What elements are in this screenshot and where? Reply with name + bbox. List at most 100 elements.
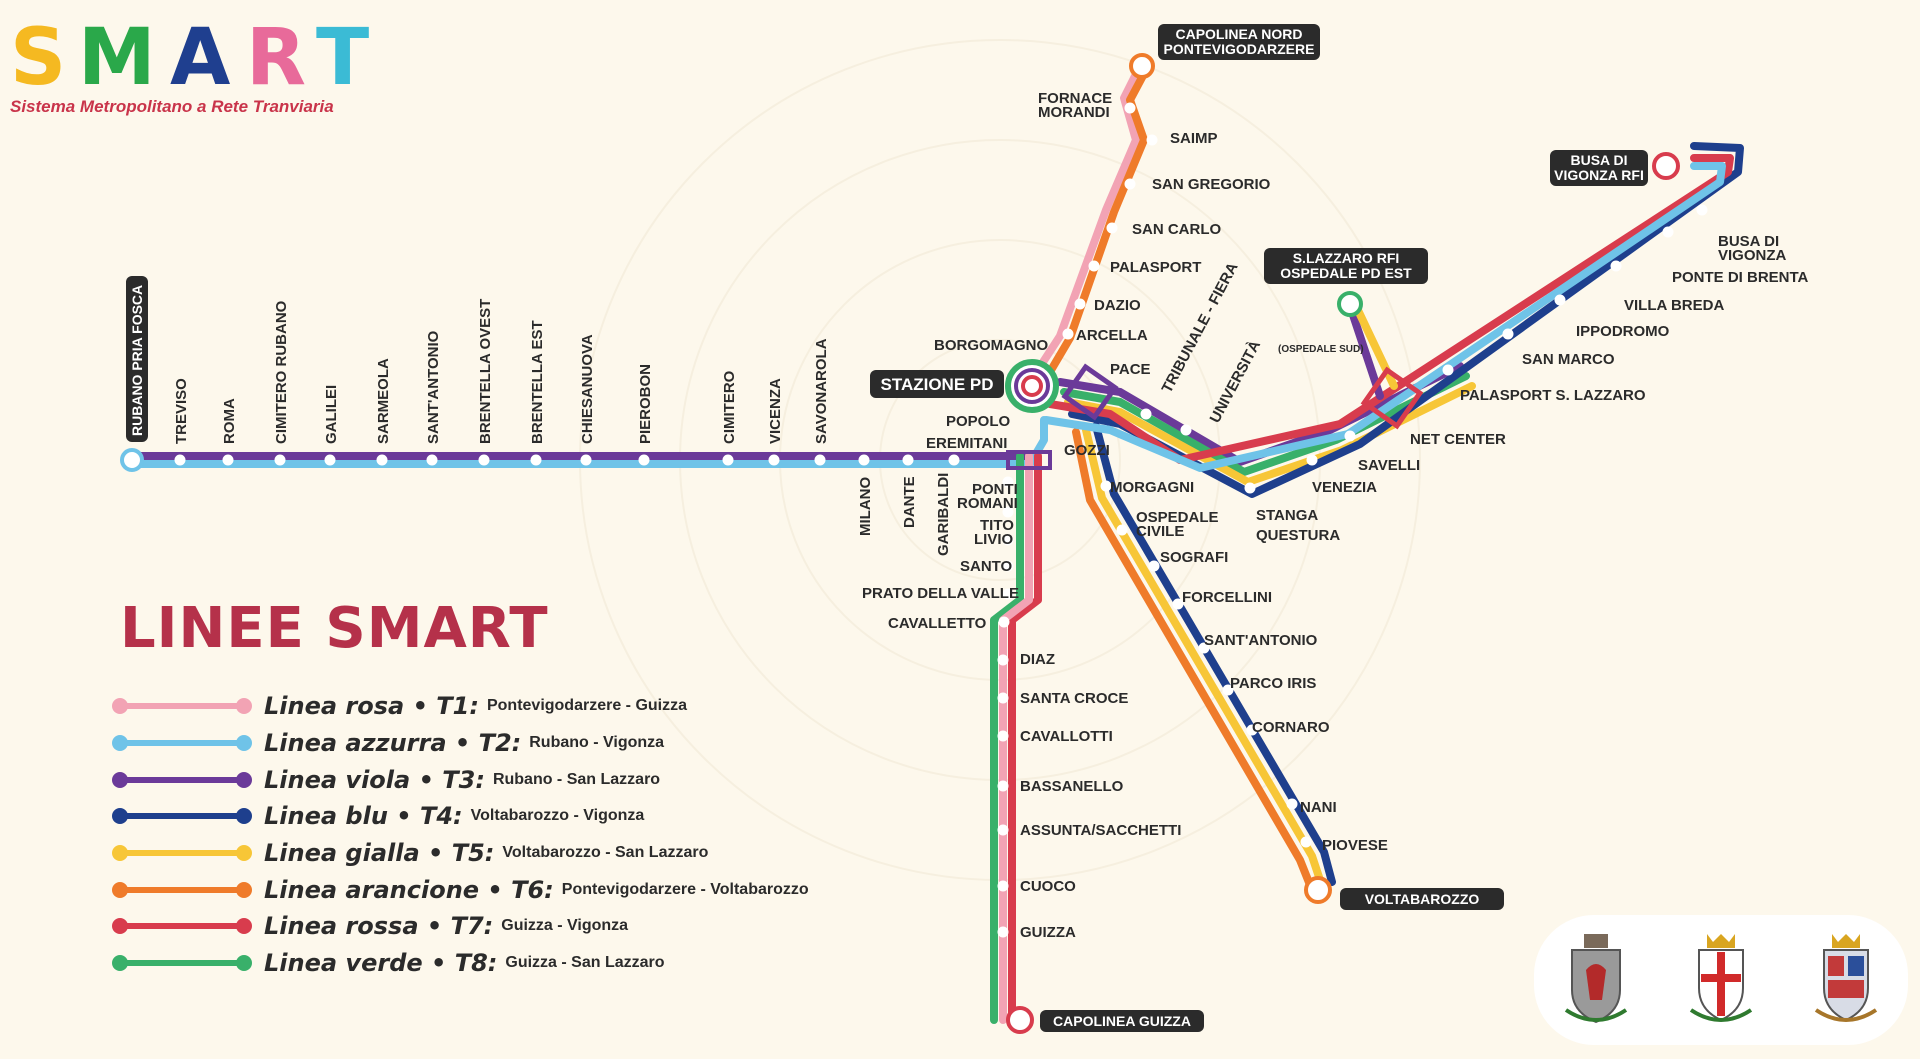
west-terminal-dot [120,448,144,472]
station-label: SAN GREGORIO [1152,176,1271,193]
station-label: VIGONZA [1718,247,1787,264]
legend-line-name: Linea rosa • T1: [264,692,479,721]
legend-line-route: Rubano - San Lazzaro [492,770,661,788]
station-label: SAIMP [1170,130,1218,147]
legend-swatch [112,698,252,715]
smart-logo: S M A R T Sistema Metropolitano a Rete T… [10,13,369,116]
station-label: PONTI [972,481,1018,498]
station-label: SARMEOLA [375,358,392,444]
padova-province-crest-icon [1565,934,1628,1024]
interchange-hubs [1005,359,1424,470]
southeast-station-labels: MORGAGNI OSPEDALE CIVILE SOGRAFI FORCELL… [1110,479,1388,854]
terminal-stazione: STAZIONE PD [880,375,993,394]
station-label: PALASPORT [1110,259,1201,276]
terminal-north-line2: PONTEVIGODARZERE [1164,41,1315,57]
stop-markers [174,102,1708,938]
terminal-slazzaro-line1: S.LAZZARO RFI [1293,250,1400,266]
north-station-labels: FORNACE MORANDI SAIMP SAN GREGORIO SAN C… [934,90,1271,354]
legend-line-name: Linea rossa • T7: [264,912,494,941]
station-label: STANGA [1256,507,1318,524]
station-label: PIOVESE [1322,837,1388,854]
station-label: LIVIO [974,531,1014,548]
station-label: GARIBALDI [935,473,952,556]
station-label: ROMA [221,398,238,444]
station-label: ROMANI [957,495,1018,512]
station-label: PONTE DI BRENTA [1672,269,1809,286]
station-label: SAVELLI [1358,457,1420,474]
legend-line-name: Linea verde • T8: [264,949,498,978]
terminal-markers [120,53,1680,1034]
station-label: SAN MARCO [1522,351,1615,368]
legend-row-t5: Linea gialla • T5: Voltabarozzo - San Laz… [112,835,809,872]
legend-row-t3: Linea viola • T3:Rubano - San Lazzaro [112,761,809,798]
station-label: BASSANELLO [1020,778,1124,795]
station-label: PRATO DELLA VALLE [862,585,1019,602]
station-label: PARCO IRIS [1230,675,1316,692]
logo-letter-m: M [78,13,156,103]
line-t7-east [1046,154,1734,464]
station-label: QUESTURA [1256,527,1340,544]
logo-letter-s: S [10,13,66,103]
station-label: CIMITERO RUBANO [273,300,290,444]
west-station-labels: TREVISO ROMA CIMITERO RUBANO GALILEI SAR… [173,299,952,556]
line-t3-spur [1346,302,1384,400]
east-station-labels: STANGA QUESTURA VENEZIA SAVELLI NET CENT… [1256,233,1809,544]
station-label: BRENTELLA EST [529,320,546,444]
logo-letter-a: A [170,13,230,103]
legend-line-name: Linea blu • T4: [264,802,463,831]
station-label: VENEZIA [1312,479,1377,496]
legend-line-route: Pontevigodarzere - Voltabarozzo [561,880,809,898]
station-label: GALILEI [323,385,340,444]
line-t1-north [1026,62,1144,386]
legend-row-t8: Linea verde • T8:Guizza - San Lazzaro [112,945,809,982]
station-label: DAZIO [1094,297,1141,314]
station-label: SAN CARLO [1132,221,1221,238]
legend-swatch [112,771,252,788]
station-label: VICENZA [767,378,784,444]
station-label: EREMITANI [926,435,1007,452]
rubano-crest-icon [1814,934,1877,1022]
station-label: MILANO [857,477,874,536]
station-label: SOGRAFI [1160,549,1228,566]
station-label: NANI [1300,799,1337,816]
station-label: PIEROBON [637,364,654,444]
south-station-labels: PONTI ROMANI TITO LIVIO SANTO PRATO DELL… [862,481,1181,941]
station-label: BRENTELLA OVEST [477,299,494,444]
legend-row-t4: Linea blu • T4: Voltabarozzo - Vigonza [112,798,809,835]
station-label: CIMITERO [721,370,738,444]
line-legend: Linea rosa • T1: Pontevigodarzere - Guizz… [112,688,809,982]
legend-line-route: Voltabarozzo - Vigonza [470,807,645,825]
logo-subtitle: Sistema Metropolitano a Rete Tranviaria [10,97,334,116]
legend-line-route: Guizza - Vigonza [501,917,629,935]
terminal-west: RUBANO PRIA FOSCA [129,285,145,436]
legend-swatch [112,955,252,972]
terminal-guizza: CAPOLINEA GUIZZA [1053,1013,1191,1029]
logo-letter-t: T [316,13,369,103]
station-label: ASSUNTA/SACCHETTI [1020,822,1181,839]
station-label: FORNACE [1038,90,1112,107]
legend-swatch [112,918,252,935]
legend-line-name: Linea arancione • T6: [264,875,554,904]
legend-line-route: Pontevigodarzere - Guizza [486,697,688,715]
station-label: SANTO [960,558,1013,575]
legend-line-route: Voltabarozzo - San Lazzaro [502,844,709,862]
tram-lines [128,62,1744,1024]
net-center-hub [1360,366,1424,430]
station-label: CAVALLETTO [888,615,987,632]
station-label: POPOLO [946,413,1011,430]
voltabarozzo-terminal-dot [1304,876,1332,904]
station-label: SANT'ANTONIO [425,330,442,444]
station-label: NET CENTER [1410,431,1506,448]
station-label: ARCELLA [1076,327,1148,344]
line-t8-east [1060,372,1470,476]
station-label: TREVISO [173,378,190,444]
station-label: MORGAGNI [1110,479,1194,496]
terminal-slazzaro-line2: OSPEDALE PD EST [1280,265,1412,281]
station-label: PALASPORT S. LAZZARO [1460,387,1646,404]
terminal-busa-line2: VIGONZA RFI [1554,167,1644,183]
legend-line-name: Linea gialla • T5: [264,839,495,868]
pace-hub [1061,363,1119,421]
station-label: MORANDI [1038,104,1110,121]
station-label: FORCELLINI [1182,589,1272,606]
